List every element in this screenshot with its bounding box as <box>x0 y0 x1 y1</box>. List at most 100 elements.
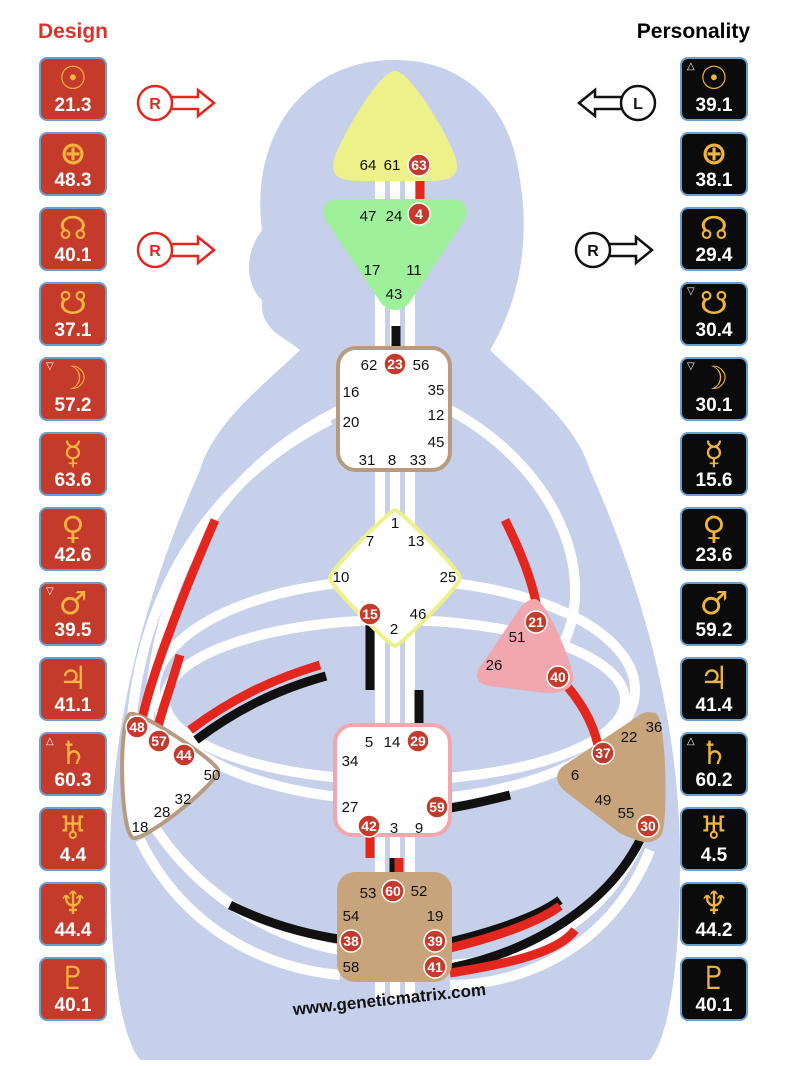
gate-36: 36 <box>646 719 663 736</box>
gate-62: 62 <box>361 357 378 374</box>
planet-value: 39.5 <box>54 620 92 641</box>
personality-south-node-tile: ▽☋30.4 <box>680 282 748 346</box>
gate-23-marker <box>383 352 407 376</box>
design-mid-arrow-label: R <box>149 243 161 260</box>
design-mid-arrow: R <box>136 231 216 269</box>
gate-58: 58 <box>343 959 360 976</box>
gate-60: 60 <box>385 883 401 899</box>
gate-42-marker <box>357 814 381 838</box>
gate-41-marker <box>423 955 447 979</box>
gate-42: 42 <box>361 818 377 834</box>
gate-41: 41 <box>427 959 443 975</box>
design-north-node-tile: ☊40.1 <box>39 207 107 271</box>
planet-value: 63.6 <box>54 470 92 491</box>
uranus-icon: ♅ <box>699 809 729 847</box>
gate-38: 38 <box>343 933 359 949</box>
planet-value: 41.1 <box>54 695 92 716</box>
personality-title: Personality <box>636 20 750 43</box>
gate-52: 52 <box>411 883 428 900</box>
earth-icon: ⊕ <box>700 134 728 172</box>
design-mars-tile: ▽♂39.5 <box>39 582 107 646</box>
design-saturn-tile: △♄60.3 <box>39 732 107 796</box>
planet-value: 60.3 <box>54 770 92 791</box>
gate-63: 63 <box>411 157 427 173</box>
gate-48: 48 <box>129 719 145 735</box>
personality-mid-arrow-label: R <box>587 243 599 260</box>
planet-value: 40.1 <box>54 245 92 266</box>
planet-value: 21.3 <box>54 95 92 116</box>
gate-5: 5 <box>365 734 373 751</box>
gate-23: 23 <box>387 356 403 372</box>
moon-icon: ☽ <box>58 359 88 397</box>
jupiter-icon: ♃ <box>58 659 88 697</box>
gate-3: 3 <box>390 820 398 837</box>
south-node-icon: ☋ <box>58 284 88 322</box>
gate-28: 28 <box>154 804 171 821</box>
gate-6: 6 <box>571 767 579 784</box>
planet-value: 4.5 <box>700 845 728 866</box>
pluto-icon: ♇ <box>699 959 729 997</box>
saturn-icon: ♄ <box>58 734 88 772</box>
gate-40-marker <box>546 665 570 689</box>
planet-value: 57.2 <box>54 395 92 416</box>
gate-50: 50 <box>204 767 221 784</box>
personality-mercury-tile: ☿15.6 <box>680 432 748 496</box>
design-jupiter-tile: ♃41.1 <box>39 657 107 721</box>
design-south-node-tile: ☋37.1 <box>39 282 107 346</box>
gate-38-marker <box>339 929 363 953</box>
design-moon-tile: ▽ ☽57.2 <box>39 357 107 421</box>
gate-63-marker <box>407 153 431 177</box>
throat-center <box>336 346 452 472</box>
gate-40: 40 <box>550 669 566 685</box>
gate-45: 45 <box>428 434 445 451</box>
personality-top-arrow-label: L <box>633 96 643 113</box>
jupiter-icon: ♃ <box>699 659 729 697</box>
sun-icon: ☉ <box>58 59 88 97</box>
personality-moon-tile: ▽☽30.1 <box>680 357 748 421</box>
gate-33: 33 <box>410 452 427 469</box>
gate-61: 61 <box>384 157 401 174</box>
personality-earth-tile: ⊕38.1 <box>680 132 748 196</box>
spleen-center <box>120 711 220 841</box>
gate-57: 57 <box>151 733 167 749</box>
retro-marker: ▽ <box>46 361 54 372</box>
gate-27: 27 <box>342 799 359 816</box>
solar-plexus-center <box>557 712 666 843</box>
gate-25: 25 <box>440 569 457 586</box>
planet-value: 30.1 <box>695 395 733 416</box>
retro-marker: ▽ <box>687 286 695 297</box>
gate-15: 15 <box>362 606 378 622</box>
mars-icon: ♂ <box>58 584 88 622</box>
neptune-icon: ♆ <box>58 884 88 922</box>
gate-32: 32 <box>175 791 192 808</box>
moon-icon: ☽ <box>699 359 729 397</box>
design-uranus-tile: ♅4.4 <box>39 807 107 871</box>
south-node-icon: ☋ <box>699 284 729 322</box>
design-top-arrow-label: R <box>149 96 161 113</box>
gate-48-marker <box>125 715 149 739</box>
planet-value: 29.4 <box>695 245 733 266</box>
design-title: Design <box>38 20 109 43</box>
personality-jupiter-tile: ♃41.4 <box>680 657 748 721</box>
personality-venus-tile: ♀23.6 <box>680 507 748 571</box>
gate-57-marker <box>147 729 171 753</box>
gate-60-marker <box>381 879 405 903</box>
gate-4: 4 <box>415 206 423 222</box>
gate-17: 17 <box>364 262 381 279</box>
sun-icon: ☉ <box>699 59 729 97</box>
gate-51: 51 <box>509 629 526 646</box>
gate-29-marker <box>406 729 430 753</box>
gate-54: 54 <box>343 908 360 925</box>
gate-15-marker <box>358 602 382 626</box>
neptune-icon: ♆ <box>699 884 729 922</box>
planet-value: 38.1 <box>695 170 733 191</box>
gate-37-marker <box>591 741 615 765</box>
gate-59-marker <box>425 795 449 819</box>
planet-value: 48.3 <box>54 170 92 191</box>
planet-value: 59.2 <box>695 620 733 641</box>
design-venus-tile: ♀42.6 <box>39 507 107 571</box>
personality-top-arrow: L <box>577 84 657 122</box>
gate-10: 10 <box>333 569 350 586</box>
gate-24: 24 <box>386 208 403 225</box>
heart-center <box>477 598 574 694</box>
